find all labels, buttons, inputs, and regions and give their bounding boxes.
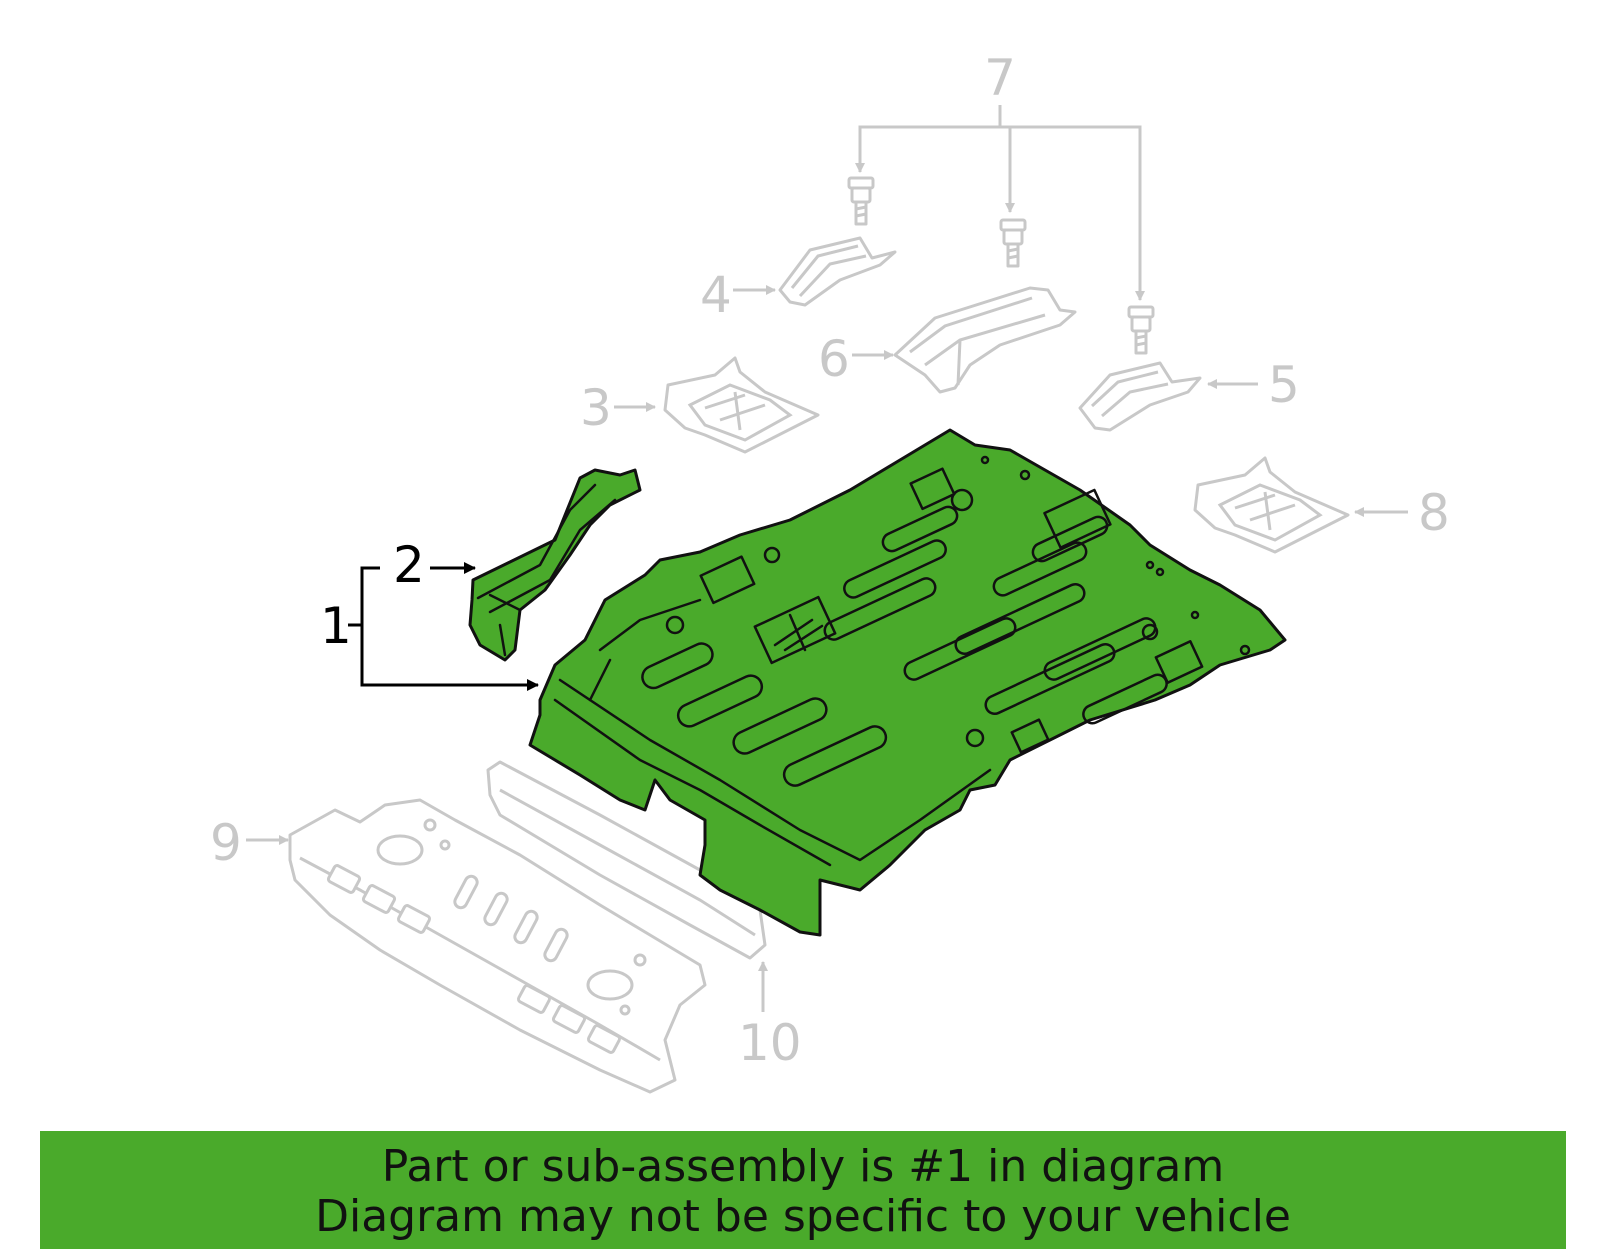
callout-2-label: 2 [393, 536, 425, 594]
callout-6-label: 6 [818, 330, 850, 388]
callout-10-label: 10 [738, 1014, 802, 1072]
callout-7-group: 7 [855, 49, 1145, 301]
part-4-bracket: 4 [700, 236, 897, 324]
part-1-floor-pan [528, 428, 1287, 937]
bolt-left [847, 176, 875, 226]
callout-7-bracket [858, 125, 1142, 290]
callout-9-label: 9 [210, 814, 242, 872]
banner-line-1: Part or sub-assembly is #1 in diagram [381, 1141, 1225, 1192]
part-5-bracket: 5 [1078, 356, 1300, 432]
callout-1-2-group: 1 2 [320, 536, 539, 691]
banner-line-2: Diagram may not be specific to your vehi… [315, 1191, 1291, 1242]
callout-5-label: 5 [1268, 356, 1300, 414]
part-6-reinforcement: 6 [818, 286, 1077, 394]
callout-1-label: 1 [320, 597, 352, 655]
part-9-holes [326, 818, 647, 1054]
callout-7-label: 7 [984, 49, 1016, 107]
part-10-rail: 10 [486, 760, 802, 1072]
bolt-middle [999, 218, 1027, 268]
bolt-right [1127, 305, 1155, 355]
callout-8-label: 8 [1418, 484, 1450, 542]
floor-pan-holes [665, 455, 1251, 748]
part-2-rail [468, 468, 642, 662]
callout-3-label: 3 [580, 379, 612, 437]
callout-1-bracket [360, 566, 528, 687]
part-3-pan: 3 [580, 356, 820, 454]
part-8-pan: 8 [1193, 456, 1450, 554]
part-9-crossmember: 9 [210, 798, 707, 1094]
info-banner: Part or sub-assembly is #1 in diagram Di… [40, 1131, 1566, 1249]
floor-pan-vents [699, 467, 1204, 754]
callout-4-label: 4 [700, 266, 732, 324]
